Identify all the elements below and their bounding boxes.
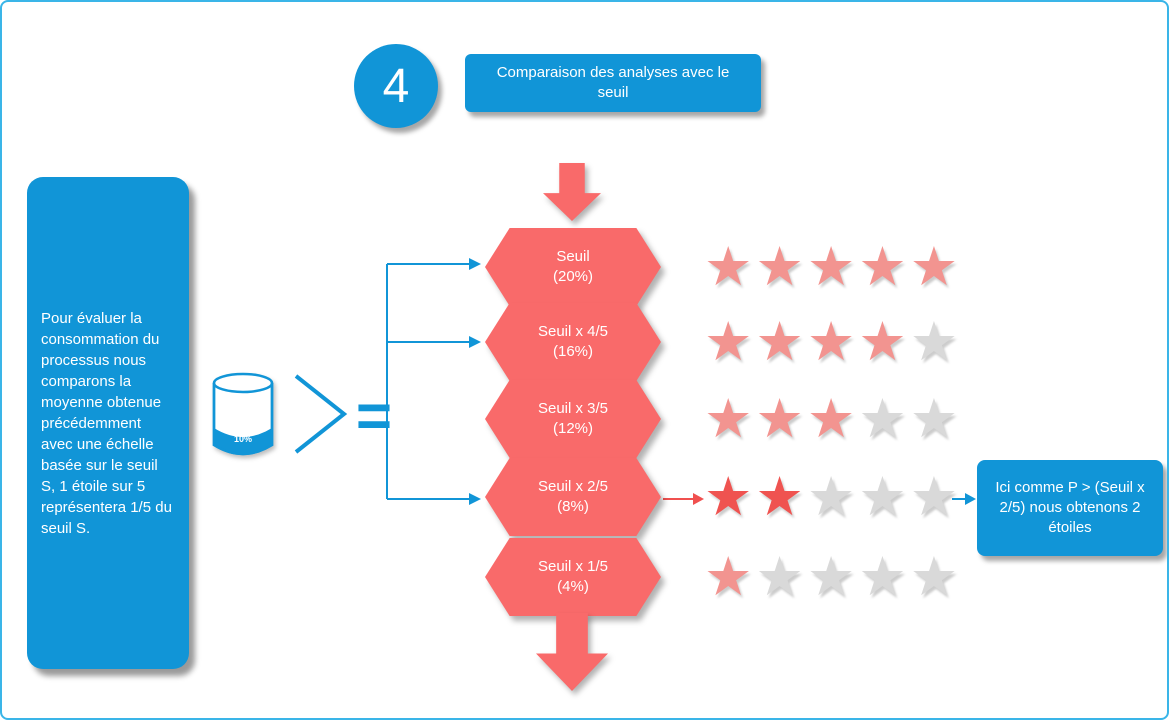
star-empty-icon: ★ xyxy=(858,467,907,527)
star-rating-row: ★★★★★ xyxy=(704,390,961,448)
description-panel: Pour évaluer la consommation du processu… xyxy=(27,177,189,669)
star-filled-icon: ★ xyxy=(704,467,753,527)
star-empty-icon: ★ xyxy=(858,547,907,607)
hexagon-percent: (4%) xyxy=(557,578,589,595)
star-filled-icon: ★ xyxy=(858,237,907,297)
hexagon-label: Seuil xyxy=(556,247,590,265)
star-rating-row: ★★★★★ xyxy=(704,313,961,371)
hexagon-seuil: Seuil (20%) xyxy=(485,228,661,306)
database-cylinder-icon: 10% xyxy=(212,372,274,456)
hexagon-label: Seuil x 3/5 xyxy=(537,399,609,417)
arrowhead-icon xyxy=(469,336,481,348)
cylinder-fill-level xyxy=(214,428,272,454)
hexagon-percent: (12%) xyxy=(552,420,593,437)
hexagon-percent: (20%) xyxy=(552,268,593,285)
star-filled-icon: ★ xyxy=(704,237,753,297)
flow-arrow-top-icon xyxy=(543,163,601,221)
star-empty-icon: ★ xyxy=(909,547,959,607)
greater-than-icon xyxy=(294,374,348,454)
flow-arrow-top-shape xyxy=(543,163,601,221)
arrowhead-icon xyxy=(693,493,704,505)
hexagon-label: Seuil x 1/5 xyxy=(537,557,609,575)
star-empty-icon: ★ xyxy=(755,547,804,607)
step-number-badge: 4 xyxy=(354,44,438,128)
star-empty-icon: ★ xyxy=(909,389,959,449)
hexagon-percent: (16%) xyxy=(552,343,593,360)
star-filled-icon: ★ xyxy=(755,312,804,372)
star-empty-icon: ★ xyxy=(806,467,856,527)
star-filled-icon: ★ xyxy=(704,312,753,372)
star-filled-icon: ★ xyxy=(806,237,856,297)
hexagon-seuil-3-5: Seuil x 3/5 (12%) xyxy=(485,380,661,458)
description-text: Pour évaluer la consommation du processu… xyxy=(41,309,172,537)
hexagon-seuil-4-5: Seuil x 4/5 (16%) xyxy=(485,303,661,381)
hexagon-seuil-2-5: Seuil x 2/5 (8%) xyxy=(485,458,661,536)
result-callout-text: Ici comme P > (Seuil x 2/5) nous obtenon… xyxy=(995,478,1145,537)
arrowhead-icon xyxy=(469,493,481,505)
star-rating-row: ★★★★★ xyxy=(704,468,961,526)
hexagon-label: Seuil x 4/5 xyxy=(537,322,609,340)
page-title-text: Comparaison des analyses avec le seuil xyxy=(496,63,730,101)
flow-arrow-bottom-icon xyxy=(536,613,608,691)
result-callout: Ici comme P > (Seuil x 2/5) nous obtenon… xyxy=(977,460,1163,556)
star-empty-icon: ★ xyxy=(909,467,959,527)
star-filled-icon: ★ xyxy=(755,467,804,527)
star-filled-icon: ★ xyxy=(909,237,959,297)
star-rating-row: ★★★★★ xyxy=(704,548,961,606)
flow-arrow-bottom-shape xyxy=(536,613,608,691)
step-number: 4 xyxy=(382,59,410,113)
star-filled-icon: ★ xyxy=(755,389,804,449)
star-filled-icon: ★ xyxy=(704,389,753,449)
star-rating-row: ★★★★★ xyxy=(704,238,961,296)
arrowhead-icon xyxy=(965,493,976,505)
equals-symbol: = xyxy=(355,381,393,451)
hexagon-label: Seuil x 2/5 xyxy=(537,477,609,495)
star-filled-icon: ★ xyxy=(806,389,856,449)
hexagon-seuil-1-5: Seuil x 1/5 (4%) xyxy=(485,538,661,616)
star-filled-icon: ★ xyxy=(755,237,804,297)
arrowhead-icon xyxy=(469,258,481,270)
page-title: Comparaison des analyses avec le seuil xyxy=(465,54,761,112)
hexagon-percent: (8%) xyxy=(557,498,589,515)
star-filled-icon: ★ xyxy=(704,547,753,607)
star-empty-icon: ★ xyxy=(806,547,856,607)
star-empty-icon: ★ xyxy=(858,389,907,449)
star-empty-icon: ★ xyxy=(909,312,959,372)
database-value: 10% xyxy=(234,434,252,444)
star-filled-icon: ★ xyxy=(858,312,907,372)
star-filled-icon: ★ xyxy=(806,312,856,372)
